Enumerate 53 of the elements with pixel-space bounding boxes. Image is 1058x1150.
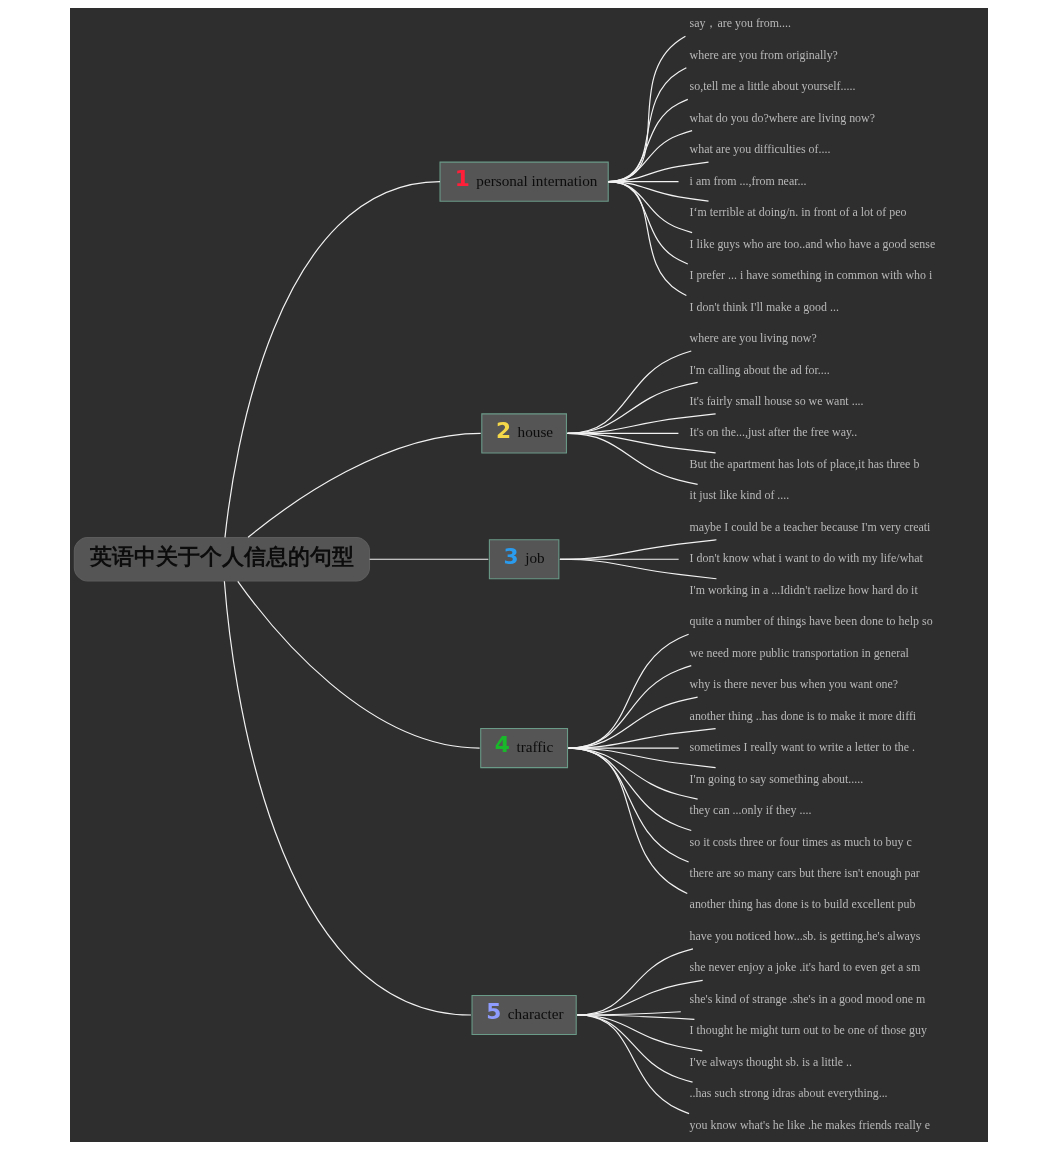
node-text: another thing has done is to build excellent pub — [689, 897, 916, 912]
connector — [568, 747, 688, 895]
node-text: so it costs three or four times as much to buy c — [689, 834, 912, 849]
connector — [559, 558, 718, 580]
node-text: it just like kind of .... — [689, 488, 790, 503]
node-text: I'm working in a ...Ididn't raelize how hard do it — [689, 582, 918, 597]
node-text: quite a number of things have been done to help so — [689, 614, 933, 629]
connector — [223, 580, 472, 1016]
connector — [568, 747, 717, 769]
node-box: 4 traffic — [480, 728, 569, 769]
connector — [247, 432, 482, 538]
connector — [237, 580, 481, 749]
node-text: she's kind of strange .she's in a good mood one m — [689, 991, 926, 1006]
node-text: It's on the...,just after the free way.. — [689, 425, 858, 440]
node-text: why is there never bus when you want one? — [689, 677, 899, 692]
node-text: so,tell me a little about yourself..... — [689, 79, 856, 94]
node-box: 1 personal internation — [439, 161, 609, 202]
node-text: she never enjoy a joke .it's hard to even get a sm — [689, 960, 921, 975]
node-text: i am from ...,from near... — [689, 173, 807, 188]
node-box: 5 character — [471, 994, 577, 1036]
node-text: where are you from originally? — [689, 47, 838, 62]
node-text: have you noticed how...sb. is getting.he's always — [689, 928, 921, 943]
node-text: there are so many cars but there isn't enough par — [689, 865, 920, 880]
node-text: they can ...only if they .... — [689, 803, 812, 818]
node-text: I prefer ... i have something in common with who i — [689, 268, 933, 283]
node-text: sometimes I really want to write a letter to the . — [689, 740, 916, 755]
node-text: ..has such strong idras about everything... — [689, 1086, 888, 1101]
node-text: It's fairly small house so we want .... — [689, 393, 864, 408]
node-text: I don't think I'll make a good ... — [689, 299, 839, 314]
node-text: I like guys who are too..and who have a good sense — [689, 236, 936, 251]
node-text: where are you living now? — [689, 331, 817, 346]
node-text: you know what's he like .he makes friends really e — [689, 1117, 931, 1132]
node-text: say，are you from.... — [689, 16, 791, 31]
node-text: maybe I could be a teacher because I'm very creati — [689, 519, 931, 534]
node-box: 英语中关于个人信息的句型 — [73, 537, 371, 582]
node-text: what are you difficulties of.... — [689, 142, 831, 157]
node-text: But the apartment has lots of place,it has three b — [689, 456, 920, 471]
connector — [224, 181, 441, 538]
node-text: I'm calling about the ad for.... — [689, 362, 830, 377]
node-text: I've always thought sb. is a little .. — [689, 1054, 853, 1069]
node-text: I'm going to say something about..... — [689, 771, 864, 786]
connector — [566, 432, 699, 485]
node-box: 3 job — [488, 539, 560, 580]
connector — [607, 181, 687, 297]
connector — [576, 1014, 690, 1115]
connector — [369, 558, 489, 560]
node-text: I thought he might turn out to be one of those guy — [689, 1023, 928, 1038]
node-text: I don't know what i want to do with my life/what — [689, 551, 923, 566]
node-text: I‘m terrible at doing/n. in front of a lot of peo — [689, 205, 907, 220]
node-text: another thing ..has done is to make it more diffi — [689, 708, 917, 723]
node-box: 2 house — [481, 413, 567, 454]
node-text: what do you do?where are living now? — [689, 110, 875, 125]
node-text: we need more public transportation in general — [689, 645, 909, 660]
